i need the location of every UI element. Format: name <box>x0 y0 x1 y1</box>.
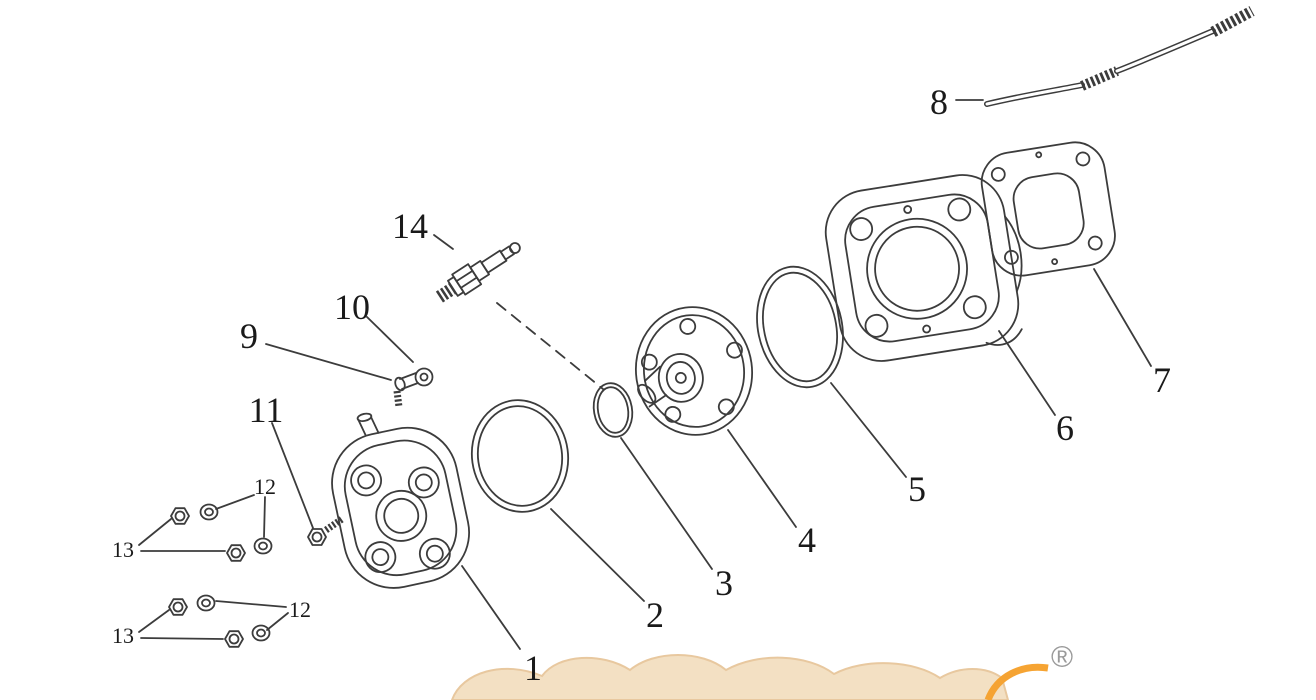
leader-line-12b2 <box>215 600 287 608</box>
diagram-linework <box>138 6 1255 650</box>
leader-line-12a <box>215 494 255 510</box>
part-label-4: 4 <box>798 520 816 560</box>
part-label-7: 7 <box>1153 360 1171 400</box>
part-label-2: 2 <box>646 595 664 635</box>
leader-line-13b <box>138 609 170 633</box>
part-13-nut <box>168 598 188 616</box>
leader-line-9 <box>265 343 392 381</box>
part-label-13b: 13 <box>112 623 134 648</box>
part-1-cylinder-head <box>331 412 470 589</box>
part-label-6: 6 <box>1056 408 1074 448</box>
part-label-12b: 12 <box>289 597 311 622</box>
part-8-overflow-tube <box>984 6 1255 107</box>
part-12-washer <box>253 537 273 555</box>
assembly-axis-dashed-line <box>496 302 604 390</box>
leader-line-5 <box>830 382 907 478</box>
part-5-o-ring <box>756 265 844 389</box>
part-12-washer <box>196 594 216 612</box>
part-13-nut <box>170 507 190 525</box>
part-13-nut <box>226 544 246 562</box>
brand-watermark <box>450 654 1049 700</box>
part-9-bleed-screw <box>393 390 403 408</box>
part-label-9: 9 <box>240 316 258 356</box>
part-12-washer <box>251 624 271 642</box>
part-label-11: 11 <box>248 390 284 430</box>
part-label-10: 10 <box>334 287 370 327</box>
leader-line-12a2 <box>263 496 266 538</box>
part-label-3: 3 <box>715 563 733 603</box>
registered-trademark-symbol: ® <box>1050 641 1074 674</box>
part-3-o-ring <box>592 382 634 438</box>
part-label-12a: 12 <box>254 474 276 499</box>
part-11-bolt <box>307 516 344 546</box>
part-12-washer <box>199 503 219 521</box>
leader-line-11 <box>271 422 314 529</box>
part-label-13a: 13 <box>112 537 134 562</box>
leader-line-13a <box>138 518 172 546</box>
part-10-banjo-fitting <box>394 367 434 392</box>
part-label-14: 14 <box>392 206 428 246</box>
part-6-cylinder <box>824 174 1023 362</box>
leader-line-2 <box>550 508 645 602</box>
leader-line-4 <box>727 429 797 528</box>
leader-line-1 <box>461 565 521 650</box>
part-14-spark-plug <box>435 242 521 303</box>
leader-line-6 <box>998 330 1056 416</box>
part-label-5: 5 <box>908 469 926 509</box>
leader-line-3 <box>620 437 713 570</box>
part-label-8: 8 <box>930 82 948 122</box>
leader-line-13b2 <box>140 637 224 640</box>
leader-line-12b <box>266 612 289 631</box>
part-7-gasket <box>980 141 1116 277</box>
leader-line-10 <box>366 316 414 363</box>
part-label-1: 1 <box>524 648 542 688</box>
leader-line-7 <box>1093 268 1152 367</box>
leader-line-14 <box>433 234 454 250</box>
part-13-nut <box>224 630 244 648</box>
part-4-hub-flange <box>634 306 754 436</box>
part-2-o-ring <box>470 399 570 513</box>
